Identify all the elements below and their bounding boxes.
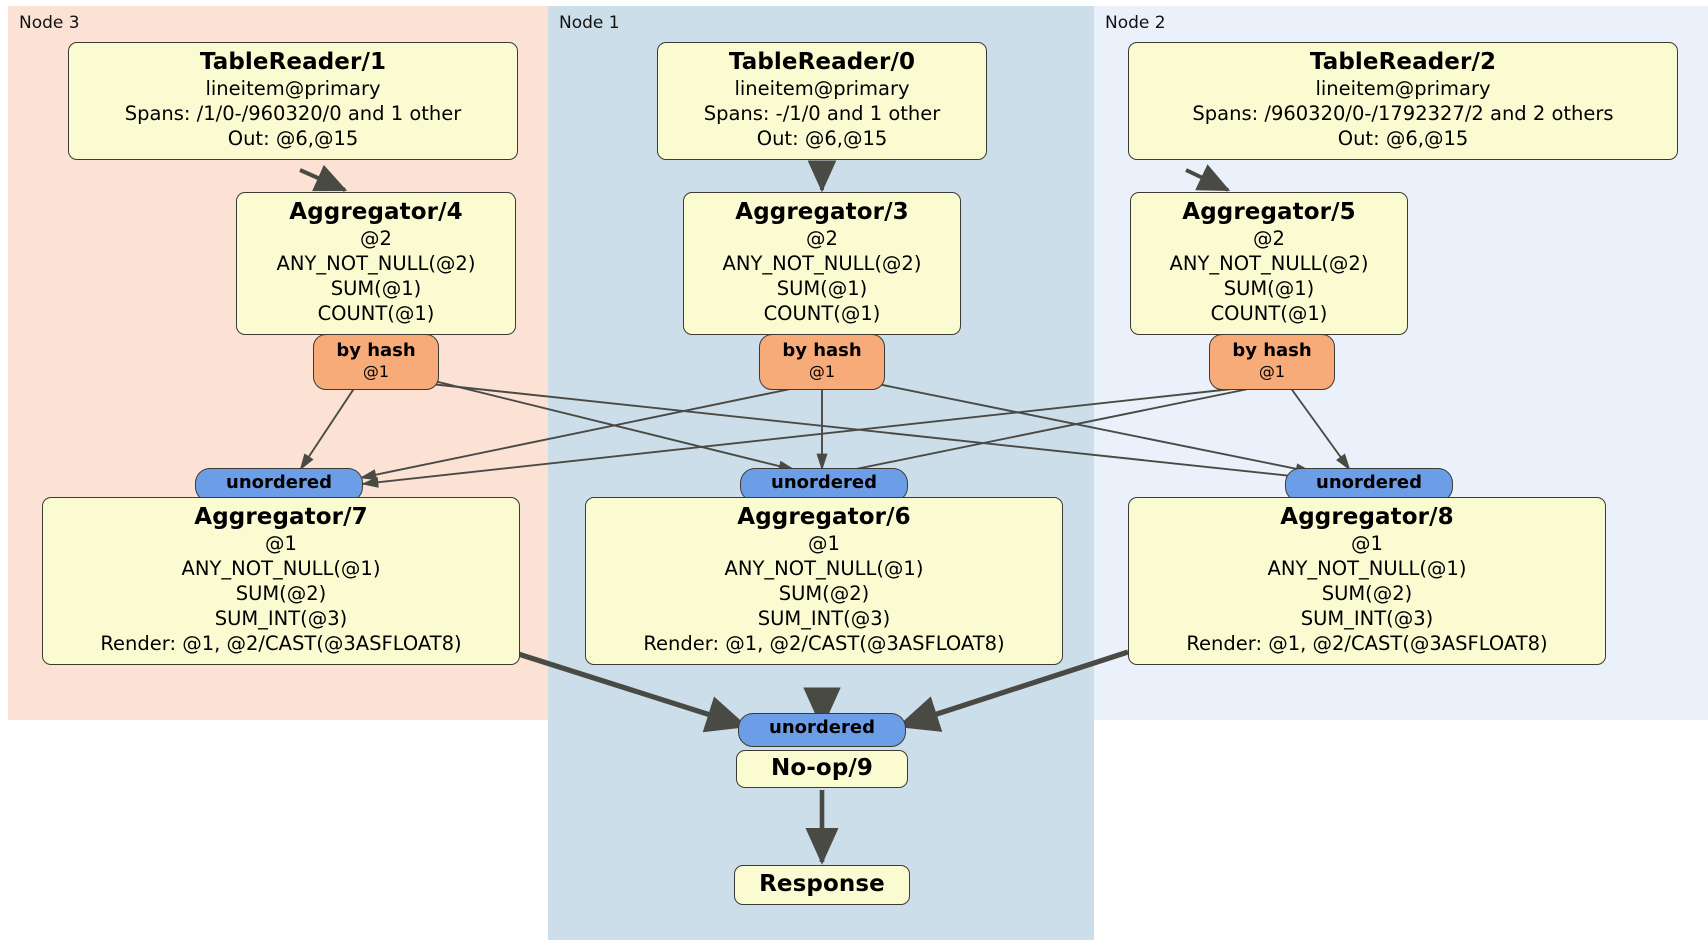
synchronizer-label: unordered — [769, 717, 875, 738]
processor-agg-1: ANY_NOT_NULL(@1) — [181, 557, 381, 581]
processor-agg-2: SUM(@2) — [778, 582, 870, 606]
processor-groupcol: @1 — [1351, 532, 1383, 556]
processor-agg-3: SUM_INT(@3) — [757, 607, 891, 631]
router-label: by hash — [336, 340, 416, 361]
processor-title: Aggregator/7 — [194, 504, 368, 530]
processor-agg-3: COUNT(@1) — [317, 302, 435, 326]
processor-out: Out: @6,@15 — [756, 127, 888, 151]
processor-aggregator-3[interactable]: Aggregator/3 @2 ANY_NOT_NULL(@2) SUM(@1)… — [683, 192, 961, 336]
processor-spans: Spans: /1/0-/960320/0 and 1 other — [124, 102, 462, 126]
processor-agg-3: SUM_INT(@3) — [1300, 607, 1434, 631]
processor-table: lineitem@primary — [205, 77, 381, 101]
processor-title: Aggregator/3 — [735, 199, 909, 225]
processor-table: lineitem@primary — [1315, 77, 1491, 101]
processor-spans: Spans: /960320/0-/1792327/2 and 2 others — [1192, 102, 1614, 126]
processor-agg-2: SUM(@1) — [1223, 277, 1315, 301]
processor-tablereader-1[interactable]: TableReader/1 lineitem@primary Spans: /1… — [68, 42, 518, 161]
processor-groupcol: @1 — [808, 532, 840, 556]
processor-agg-3: SUM_INT(@3) — [214, 607, 348, 631]
processor-out: Out: @6,@15 — [227, 127, 359, 151]
node-panel-label-node3: Node 3 — [19, 13, 80, 33]
processor-aggregator-6[interactable]: Aggregator/6 @1 ANY_NOT_NULL(@1) SUM(@2)… — [585, 497, 1063, 666]
processor-aggregator-7[interactable]: Aggregator/7 @1 ANY_NOT_NULL(@1) SUM(@2)… — [42, 497, 520, 666]
processor-agg-2: SUM(@2) — [235, 582, 327, 606]
processor-noop-9[interactable]: No-op/9 — [736, 750, 908, 789]
processor-render: Render: @1, @2/CAST(@3ASFLOAT8) — [643, 632, 1005, 656]
processor-tablereader-2[interactable]: TableReader/2 lineitem@primary Spans: /9… — [1128, 42, 1678, 161]
processor-agg-2: SUM(@1) — [776, 277, 868, 301]
router-label: by hash — [782, 340, 862, 361]
processor-title: TableReader/1 — [199, 49, 387, 75]
processor-groupcol: @2 — [1253, 227, 1285, 251]
processor-render: Render: @1, @2/CAST(@3ASFLOAT8) — [1186, 632, 1548, 656]
router-by-hash-node3[interactable]: by hash @1 — [313, 334, 439, 390]
processor-aggregator-5[interactable]: Aggregator/5 @2 ANY_NOT_NULL(@2) SUM(@1)… — [1130, 192, 1408, 336]
node-panel-label-node2: Node 2 — [1105, 13, 1166, 33]
processor-title: Response — [759, 871, 885, 897]
processor-title: TableReader/2 — [1309, 49, 1497, 75]
processor-title: Aggregator/8 — [1280, 504, 1454, 530]
processor-title: Aggregator/5 — [1182, 199, 1356, 225]
processor-groupcol: @2 — [806, 227, 838, 251]
processor-title: No-op/9 — [771, 755, 873, 781]
router-column: @1 — [362, 361, 390, 381]
processor-agg-3: COUNT(@1) — [1210, 302, 1328, 326]
processor-out: Out: @6,@15 — [1337, 127, 1469, 151]
synchronizer-unordered-final[interactable]: unordered — [738, 713, 906, 747]
synchronizer-label: unordered — [226, 472, 332, 493]
processor-agg-1: ANY_NOT_NULL(@2) — [1169, 252, 1369, 276]
processor-agg-1: ANY_NOT_NULL(@1) — [724, 557, 924, 581]
router-by-hash-node2[interactable]: by hash @1 — [1209, 334, 1335, 390]
processor-groupcol: @1 — [265, 532, 297, 556]
processor-title: Aggregator/4 — [289, 199, 463, 225]
processor-response[interactable]: Response — [734, 865, 910, 906]
processor-groupcol: @2 — [360, 227, 392, 251]
router-column: @1 — [1258, 361, 1286, 381]
synchronizer-unordered-node2[interactable]: unordered — [1285, 468, 1453, 502]
processor-agg-1: ANY_NOT_NULL(@1) — [1267, 557, 1467, 581]
processor-title: TableReader/0 — [728, 49, 916, 75]
router-by-hash-node1[interactable]: by hash @1 — [759, 334, 885, 390]
processor-table: lineitem@primary — [734, 77, 910, 101]
synchronizer-label: unordered — [771, 472, 877, 493]
processor-render: Render: @1, @2/CAST(@3ASFLOAT8) — [100, 632, 462, 656]
router-column: @1 — [808, 361, 836, 381]
synchronizer-label: unordered — [1316, 472, 1422, 493]
node-panel-label-node1: Node 1 — [559, 13, 620, 33]
processor-agg-3: COUNT(@1) — [763, 302, 881, 326]
processor-agg-2: SUM(@1) — [330, 277, 422, 301]
processor-agg-2: SUM(@2) — [1321, 582, 1413, 606]
processor-spans: Spans: -/1/0 and 1 other — [703, 102, 941, 126]
processor-aggregator-8[interactable]: Aggregator/8 @1 ANY_NOT_NULL(@1) SUM(@2)… — [1128, 497, 1606, 666]
processor-agg-1: ANY_NOT_NULL(@2) — [276, 252, 476, 276]
processor-aggregator-4[interactable]: Aggregator/4 @2 ANY_NOT_NULL(@2) SUM(@1)… — [236, 192, 516, 336]
processor-agg-1: ANY_NOT_NULL(@2) — [722, 252, 922, 276]
processor-title: Aggregator/6 — [737, 504, 911, 530]
processor-tablereader-0[interactable]: TableReader/0 lineitem@primary Spans: -/… — [657, 42, 987, 161]
router-label: by hash — [1232, 340, 1312, 361]
